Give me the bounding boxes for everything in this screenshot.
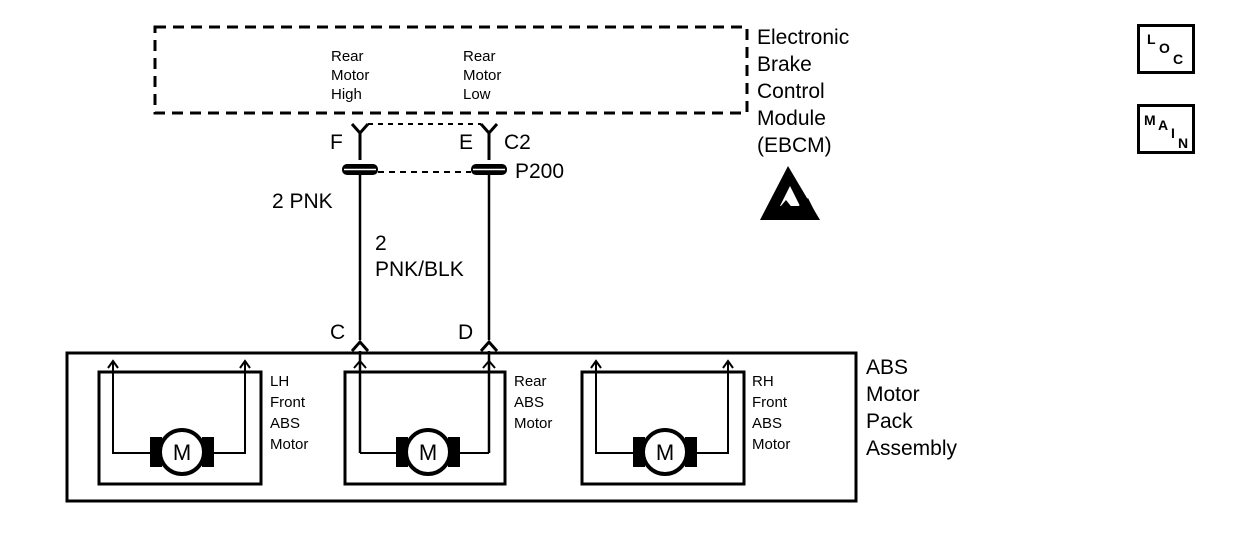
rh-front-motor-label: RH Front ABS Motor <box>752 373 791 453</box>
lh-front-motor-label: LH Front ABS Motor <box>270 373 309 453</box>
lh-front-motor: M <box>97 359 263 486</box>
pin-c-connector-symbol <box>350 339 370 352</box>
main-letter-2: A <box>1158 117 1169 133</box>
wire-1-label: 2 PNK <box>272 190 333 213</box>
wire-2-gauge: 2 <box>375 232 387 255</box>
esd-warning-icon <box>760 166 820 220</box>
ebcm-name: Electronic Brake Control Module (EBCM) <box>757 26 855 157</box>
svg-text:M: M <box>419 440 437 465</box>
main-letter-4: N <box>1178 135 1189 151</box>
motor-pack-name: ABS Motor Pack Assembly <box>866 356 958 460</box>
pin-f-label: Rear Motor High <box>331 48 374 103</box>
loc-letter-2: O <box>1159 40 1170 56</box>
ebcm-connector-id: C2 <box>504 131 531 154</box>
loc-button[interactable]: L O C <box>1137 24 1195 74</box>
inline-connector-id: P200 <box>515 160 564 183</box>
p200-inline-connector <box>342 164 507 175</box>
loc-letter-3: C <box>1173 51 1184 67</box>
pin-e-letter: E <box>459 131 473 154</box>
pin-e-connector-symbol <box>479 123 499 160</box>
loc-letter-1: L <box>1147 31 1156 47</box>
main-button[interactable]: M A I N <box>1137 104 1195 154</box>
pin-f-letter: F <box>330 131 343 154</box>
pin-d-letter: D <box>458 321 473 344</box>
main-letter-3: I <box>1171 125 1175 141</box>
pin-d-connector-symbol <box>479 339 499 352</box>
svg-text:M: M <box>656 440 674 465</box>
rear-motor: M <box>343 351 507 486</box>
rh-front-motor: M <box>580 359 746 486</box>
pin-c-letter: C <box>330 321 345 344</box>
motor-pack-box <box>65 351 858 503</box>
pin-f-connector-symbol <box>350 123 370 160</box>
wire-2-color: PNK/BLK <box>375 258 464 281</box>
svg-text:M: M <box>173 440 191 465</box>
rear-motor-label: Rear ABS Motor <box>514 373 552 432</box>
pin-e-label: Rear Motor Low <box>463 48 506 103</box>
ebcm-module-box <box>153 25 749 115</box>
main-letter-1: M <box>1144 112 1156 128</box>
